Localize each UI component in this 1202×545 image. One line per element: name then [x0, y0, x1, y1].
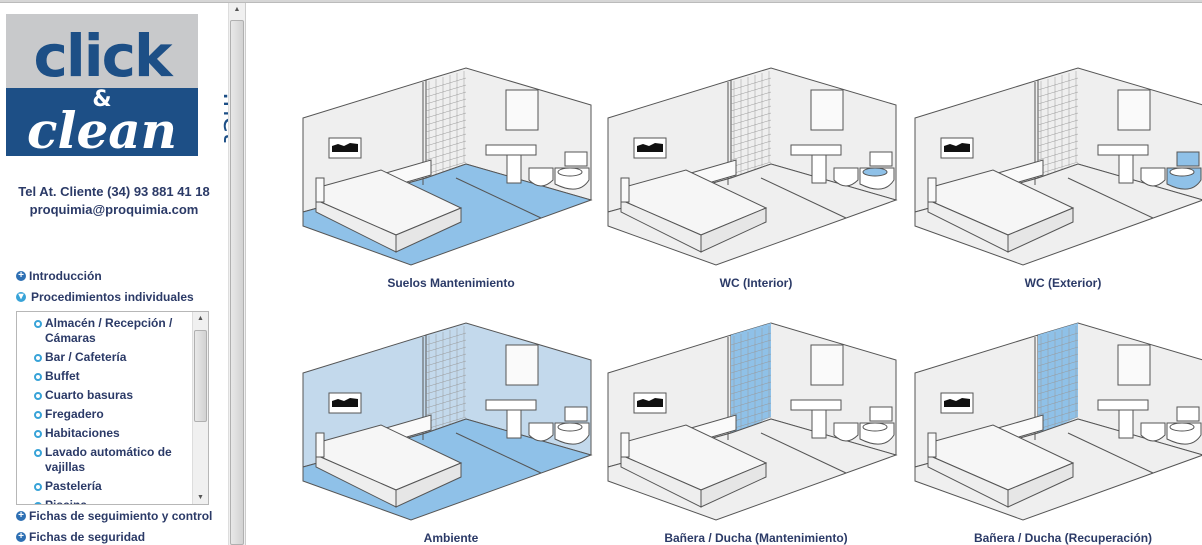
- scroll-up-icon[interactable]: ▲: [233, 6, 241, 13]
- procedure-item[interactable]: Piscina: [34, 498, 190, 504]
- sidebar: click & clean .net Tel At. Cliente (34) …: [0, 3, 228, 545]
- room-option-label[interactable]: WC (Interior): [719, 276, 793, 290]
- room-option-card[interactable]: Suelos Mantenimiento: [301, 60, 601, 290]
- scroll-thumb[interactable]: [194, 330, 207, 422]
- room-option-card[interactable]: Ambiente: [301, 315, 601, 545]
- scroll-down-icon[interactable]: ▼: [197, 494, 204, 501]
- nav-procedimientos[interactable]: ▾ Procedimientos individuales: [16, 290, 194, 304]
- room-illustration[interactable]: [913, 315, 1202, 525]
- chevron-down-circle-icon: ▾: [16, 292, 26, 302]
- room-option-card[interactable]: WC (Exterior): [913, 60, 1202, 290]
- procedure-item[interactable]: Lavado automático de vajillas: [34, 445, 190, 475]
- customer-phone: Tel At. Cliente (34) 93 881 41 18: [18, 184, 210, 199]
- procedure-item[interactable]: Cuarto basuras: [34, 388, 190, 403]
- procedures-scrollbar[interactable]: ▲ ▼: [192, 312, 208, 504]
- nav-label: Fichas de seguridad: [29, 530, 146, 544]
- nav-label: Fichas de seguimiento y control: [29, 509, 213, 523]
- contact-email[interactable]: proquimia@proquimia.com: [29, 202, 199, 217]
- room-option-label[interactable]: Bañera / Ducha (Recuperación): [973, 531, 1153, 545]
- main-content: Suelos Mantenimiento WC (Interior) WC (E…: [245, 3, 1202, 545]
- room-illustration[interactable]: [606, 60, 906, 270]
- click-and-clean-logo[interactable]: click & clean .net: [6, 14, 228, 159]
- procedure-item[interactable]: Bar / Cafetería: [34, 350, 190, 365]
- svg-text:clean: clean: [27, 101, 177, 159]
- room-option-label[interactable]: Ambiente: [423, 531, 479, 545]
- svg-text:.net: .net: [217, 92, 228, 143]
- browser-top-border: [0, 0, 1202, 3]
- svg-text:&: &: [92, 87, 111, 112]
- room-option-label[interactable]: Bañera / Ducha (Mantenimiento): [664, 531, 848, 545]
- room-option-label[interactable]: Suelos Mantenimiento: [387, 276, 515, 290]
- procedure-item[interactable]: Buffet: [34, 369, 190, 384]
- plus-circle-icon: +: [16, 511, 26, 521]
- procedure-item[interactable]: Almacén / Recepción / Cámaras: [34, 316, 190, 346]
- procedure-item[interactable]: Pastelería: [34, 479, 190, 494]
- room-illustration[interactable]: [301, 315, 601, 525]
- room-option-card[interactable]: WC (Interior): [606, 60, 906, 290]
- room-illustration[interactable]: [606, 315, 906, 525]
- scroll-up-icon[interactable]: ▲: [197, 315, 204, 322]
- nav-introduccion[interactable]: + Introducción: [16, 269, 102, 283]
- svg-text:click: click: [33, 22, 174, 90]
- scroll-thumb[interactable]: [230, 20, 244, 545]
- plus-circle-icon: +: [16, 532, 26, 542]
- procedure-item[interactable]: Habitaciones: [34, 426, 190, 441]
- room-option-card[interactable]: Bañera / Ducha (Recuperación): [913, 315, 1202, 545]
- room-option-label[interactable]: WC (Exterior): [1024, 276, 1102, 290]
- room-illustration[interactable]: [913, 60, 1202, 270]
- room-option-card[interactable]: Bañera / Ducha (Mantenimiento): [606, 315, 906, 545]
- nav-fichas-seguridad[interactable]: + Fichas de seguridad: [16, 530, 145, 544]
- room-illustration[interactable]: [301, 60, 601, 270]
- procedure-item[interactable]: Fregadero: [34, 407, 190, 422]
- nav-label: Procedimientos individuales: [31, 290, 194, 304]
- nav-label: Introducción: [29, 269, 102, 283]
- plus-circle-icon: +: [16, 271, 26, 281]
- nav-fichas-seguimiento[interactable]: + Fichas de seguimiento y control: [16, 509, 212, 523]
- sidebar-frame-scrollbar[interactable]: ▲: [228, 3, 245, 545]
